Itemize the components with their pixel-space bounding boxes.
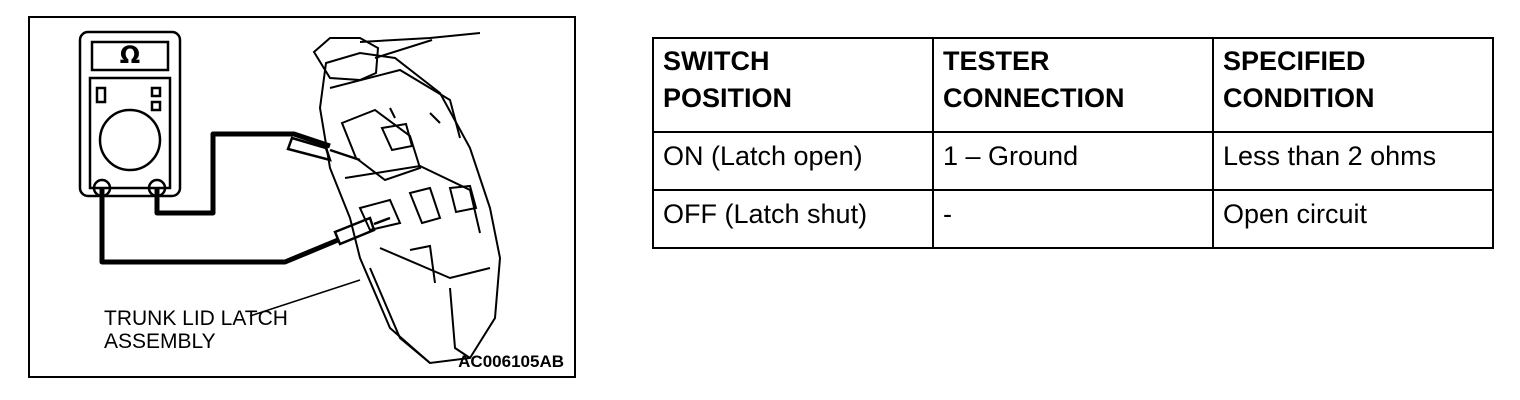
- header-line: CONDITION: [1223, 83, 1375, 113]
- trunk-lid-latch-drawing: [312, 32, 502, 365]
- table-cell: OFF (Latch shut): [652, 189, 934, 249]
- header-line: POSITION: [663, 83, 793, 113]
- table-row: ON (Latch open) 1 – Ground Less than 2 o…: [652, 131, 1494, 191]
- part-label-line1: TRUNK LID LATCH: [104, 307, 288, 330]
- switch-inspection-table: SWITCH POSITION TESTER CONNECTION SPECIF…: [652, 37, 1494, 249]
- header-line: SPECIFIED: [1223, 46, 1366, 76]
- latch-test-illustration: Ω: [28, 16, 576, 378]
- table-cell: -: [932, 189, 1214, 249]
- header-line: TESTER: [943, 46, 1050, 76]
- leader-line: [249, 279, 361, 317]
- ohmmeter-icon: [78, 30, 182, 198]
- ohm-symbol: Ω: [120, 41, 140, 69]
- table-cell: 1 – Ground: [932, 131, 1214, 191]
- part-label: TRUNK LID LATCH ASSEMBLY: [104, 307, 288, 353]
- header-tester-connection: TESTER CONNECTION: [932, 37, 1214, 133]
- figure-code: AC006105AB: [458, 352, 564, 371]
- table-row: OFF (Latch shut) - Open circuit: [652, 189, 1494, 249]
- table-cell: Open circuit: [1212, 189, 1494, 249]
- test-leads: [99, 131, 339, 265]
- header-specified-condition: SPECIFIED CONDITION: [1212, 37, 1494, 133]
- header-line: SWITCH: [663, 46, 770, 76]
- table-cell: ON (Latch open): [652, 131, 934, 191]
- ohmmeter-latch-diagram: Ω: [78, 30, 502, 365]
- table-header-row: SWITCH POSITION TESTER CONNECTION SPECIF…: [652, 37, 1494, 133]
- header-switch-position: SWITCH POSITION: [652, 37, 934, 133]
- part-label-line2: ASSEMBLY: [104, 330, 216, 353]
- header-line: CONNECTION: [943, 83, 1125, 113]
- table-cell: Less than 2 ohms: [1212, 131, 1494, 191]
